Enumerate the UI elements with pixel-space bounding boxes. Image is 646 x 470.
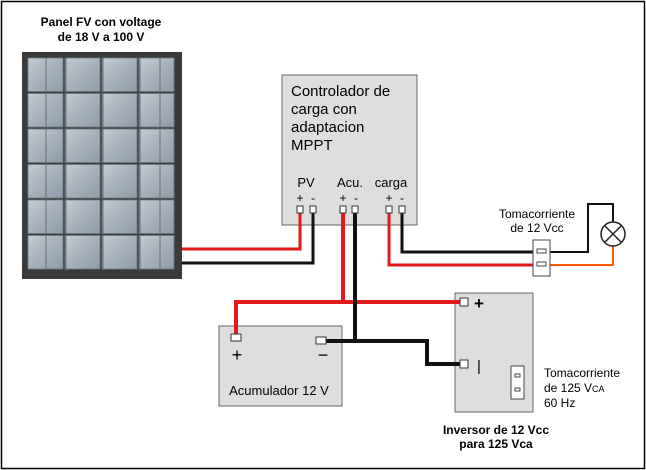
solar-cell [101, 164, 138, 199]
terminal-label-pv: PV [297, 175, 315, 190]
wire-load-positive [387, 212, 542, 267]
solar-cell [138, 128, 175, 163]
terminal-pv-minus-post [309, 205, 317, 214]
solar-cell [138, 235, 175, 270]
solar-cell [138, 57, 175, 92]
panel-title-line2: de 18 V a 100 V [58, 30, 145, 44]
terminal-carga-plus: + [385, 191, 392, 205]
solar-cell [27, 164, 64, 199]
dc-outlet-icon [532, 239, 551, 277]
wire-load-negative [400, 212, 542, 254]
panel-title-line1: Panel FV con voltage [41, 15, 162, 29]
battery-plus-sign: + [232, 345, 243, 365]
charge-controller-box [281, 74, 418, 226]
dc-outlet-label-line1: Tomacorriente [499, 207, 575, 221]
solar-cell [138, 164, 175, 199]
inverter-caption-line2: para 125 Vca [459, 437, 533, 451]
wire-lamp-negative [542, 203, 614, 253]
solar-cell [138, 199, 175, 234]
terminal-label-carga: carga [375, 175, 408, 190]
wire-negative-bus [324, 339, 463, 366]
inverter-caption-line1: Inversor de 12 Vcc [443, 423, 549, 437]
wire-pv-positive [182, 212, 302, 251]
terminal-pv-plus: + [296, 191, 303, 205]
inverter-plus-sign: + [474, 294, 484, 313]
ac-outlet-label-line1: Tomacorriente [544, 366, 620, 380]
solar-cell [64, 93, 101, 128]
battery-label: Acumulador 12 V [229, 383, 329, 398]
terminal-acu-minus-post [351, 205, 359, 214]
ac-outlet-label-prefix: de 125 V [544, 381, 592, 395]
battery-positive-post [230, 333, 242, 342]
solar-panel-cells [27, 57, 175, 271]
battery-minus-sign: − [318, 345, 329, 365]
solar-cell [64, 199, 101, 234]
lamp-icon [600, 221, 626, 247]
solar-cell [64, 57, 101, 92]
ac-outlet-icon [510, 365, 525, 400]
terminal-acu-minus: - [354, 191, 358, 205]
solar-cell [138, 93, 175, 128]
wire-pv-negative [182, 212, 315, 265]
solar-cell [27, 199, 64, 234]
battery-negative-post [315, 336, 327, 345]
inverter-negative-post [459, 359, 469, 369]
ac-outlet-label-line2: de 125 VCA [544, 381, 605, 395]
solar-cell [27, 57, 64, 92]
solar-cell [101, 93, 138, 128]
wiring [182, 203, 614, 366]
terminal-pv-plus-post [296, 205, 304, 214]
terminal-carga-plus-post [385, 205, 393, 214]
controller-title-line2: carga con [291, 101, 357, 118]
terminal-carga-minus-post [398, 205, 406, 214]
solar-panel [22, 52, 182, 279]
controller-title-line4: MPPT [291, 137, 333, 154]
wire-lamp-positive [542, 246, 614, 266]
controller-title-line3: adaptacion [291, 119, 364, 136]
solar-cell [27, 128, 64, 163]
controller-terminals [296, 205, 406, 214]
solar-cell [64, 164, 101, 199]
dc-outlet-label-line2: de 12 Vcc [510, 221, 563, 235]
solar-cell [64, 128, 101, 163]
terminal-label-acu: Acu. [337, 175, 363, 190]
terminal-carga-minus: - [400, 191, 404, 205]
ac-outlet-label-sub: CA [592, 384, 605, 394]
solar-cell [27, 93, 64, 128]
controller-title-line1: Controlador de [291, 83, 390, 100]
solar-cell [101, 199, 138, 234]
inverter-minus-sign: | [477, 358, 481, 375]
terminal-pv-minus: - [311, 191, 315, 205]
solar-cell [101, 235, 138, 270]
terminal-acu-plus-post [339, 205, 347, 214]
ac-outlet-label-line3: 60 Hz [544, 396, 575, 410]
solar-cell [101, 128, 138, 163]
solar-cell [64, 235, 101, 270]
inverter-positive-post [459, 297, 469, 307]
terminal-acu-plus: + [339, 191, 346, 205]
wire-battery-positive [234, 212, 345, 336]
solar-cell [101, 57, 138, 92]
solar-cell [27, 235, 64, 270]
